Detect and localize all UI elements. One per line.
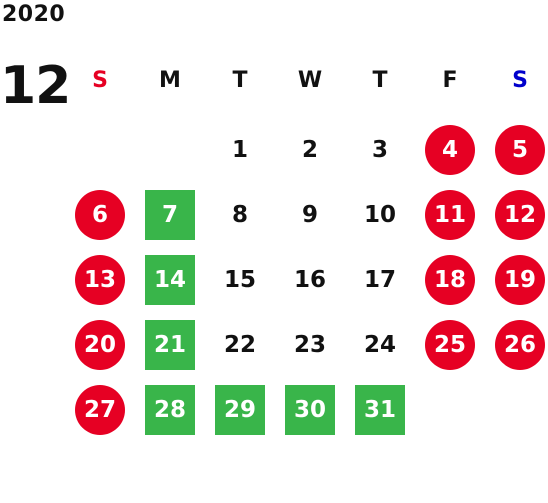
calendar-year: 2020: [2, 2, 66, 27]
calendar-day-closed: 21: [145, 320, 195, 370]
calendar-day-normal: 1: [231, 137, 248, 163]
calendar-day-holiday: 25: [425, 320, 475, 370]
calendar-day-holiday: 20: [75, 320, 125, 370]
calendar-day-holiday: 18: [425, 255, 475, 305]
calendar-day-closed: 28: [145, 385, 195, 435]
calendar-day-normal: 23: [293, 332, 326, 358]
calendar-day-normal: 17: [363, 267, 396, 293]
calendar-day-holiday: 12: [495, 190, 545, 240]
calendar-day-holiday: 27: [75, 385, 125, 435]
calendar-day-holiday: 13: [75, 255, 125, 305]
calendar-month: 12: [0, 56, 71, 116]
calendar-day-closed: 7: [145, 190, 195, 240]
calendar-day-normal: 9: [301, 202, 318, 228]
calendar-day-closed: 31: [355, 385, 405, 435]
calendar-day-normal: 16: [293, 267, 326, 293]
weekday-header: T: [232, 67, 248, 93]
weekday-header: T: [372, 67, 388, 93]
calendar-day-holiday: 6: [75, 190, 125, 240]
weekday-header: M: [159, 67, 181, 93]
calendar-day-holiday: 19: [495, 255, 545, 305]
calendar-day-holiday: 26: [495, 320, 545, 370]
calendar-day-normal: 15: [223, 267, 256, 293]
weekday-header: S: [92, 67, 108, 93]
calendar-day-normal: 22: [223, 332, 256, 358]
calendar-day-normal: 3: [371, 137, 388, 163]
calendar-day-normal: 24: [363, 332, 396, 358]
weekday-header: S: [512, 67, 528, 93]
weekday-header: F: [442, 67, 458, 93]
calendar-day-holiday: 11: [425, 190, 475, 240]
calendar-day-holiday: 5: [495, 125, 545, 175]
calendar-day-closed: 30: [285, 385, 335, 435]
calendar-day-normal: 8: [231, 202, 248, 228]
weekday-header: W: [297, 67, 323, 93]
calendar-day-holiday: 4: [425, 125, 475, 175]
calendar-day-closed: 29: [215, 385, 265, 435]
calendar-day-closed: 14: [145, 255, 195, 305]
calendar-day-normal: 10: [363, 202, 396, 228]
calendar-day-normal: 2: [301, 137, 318, 163]
